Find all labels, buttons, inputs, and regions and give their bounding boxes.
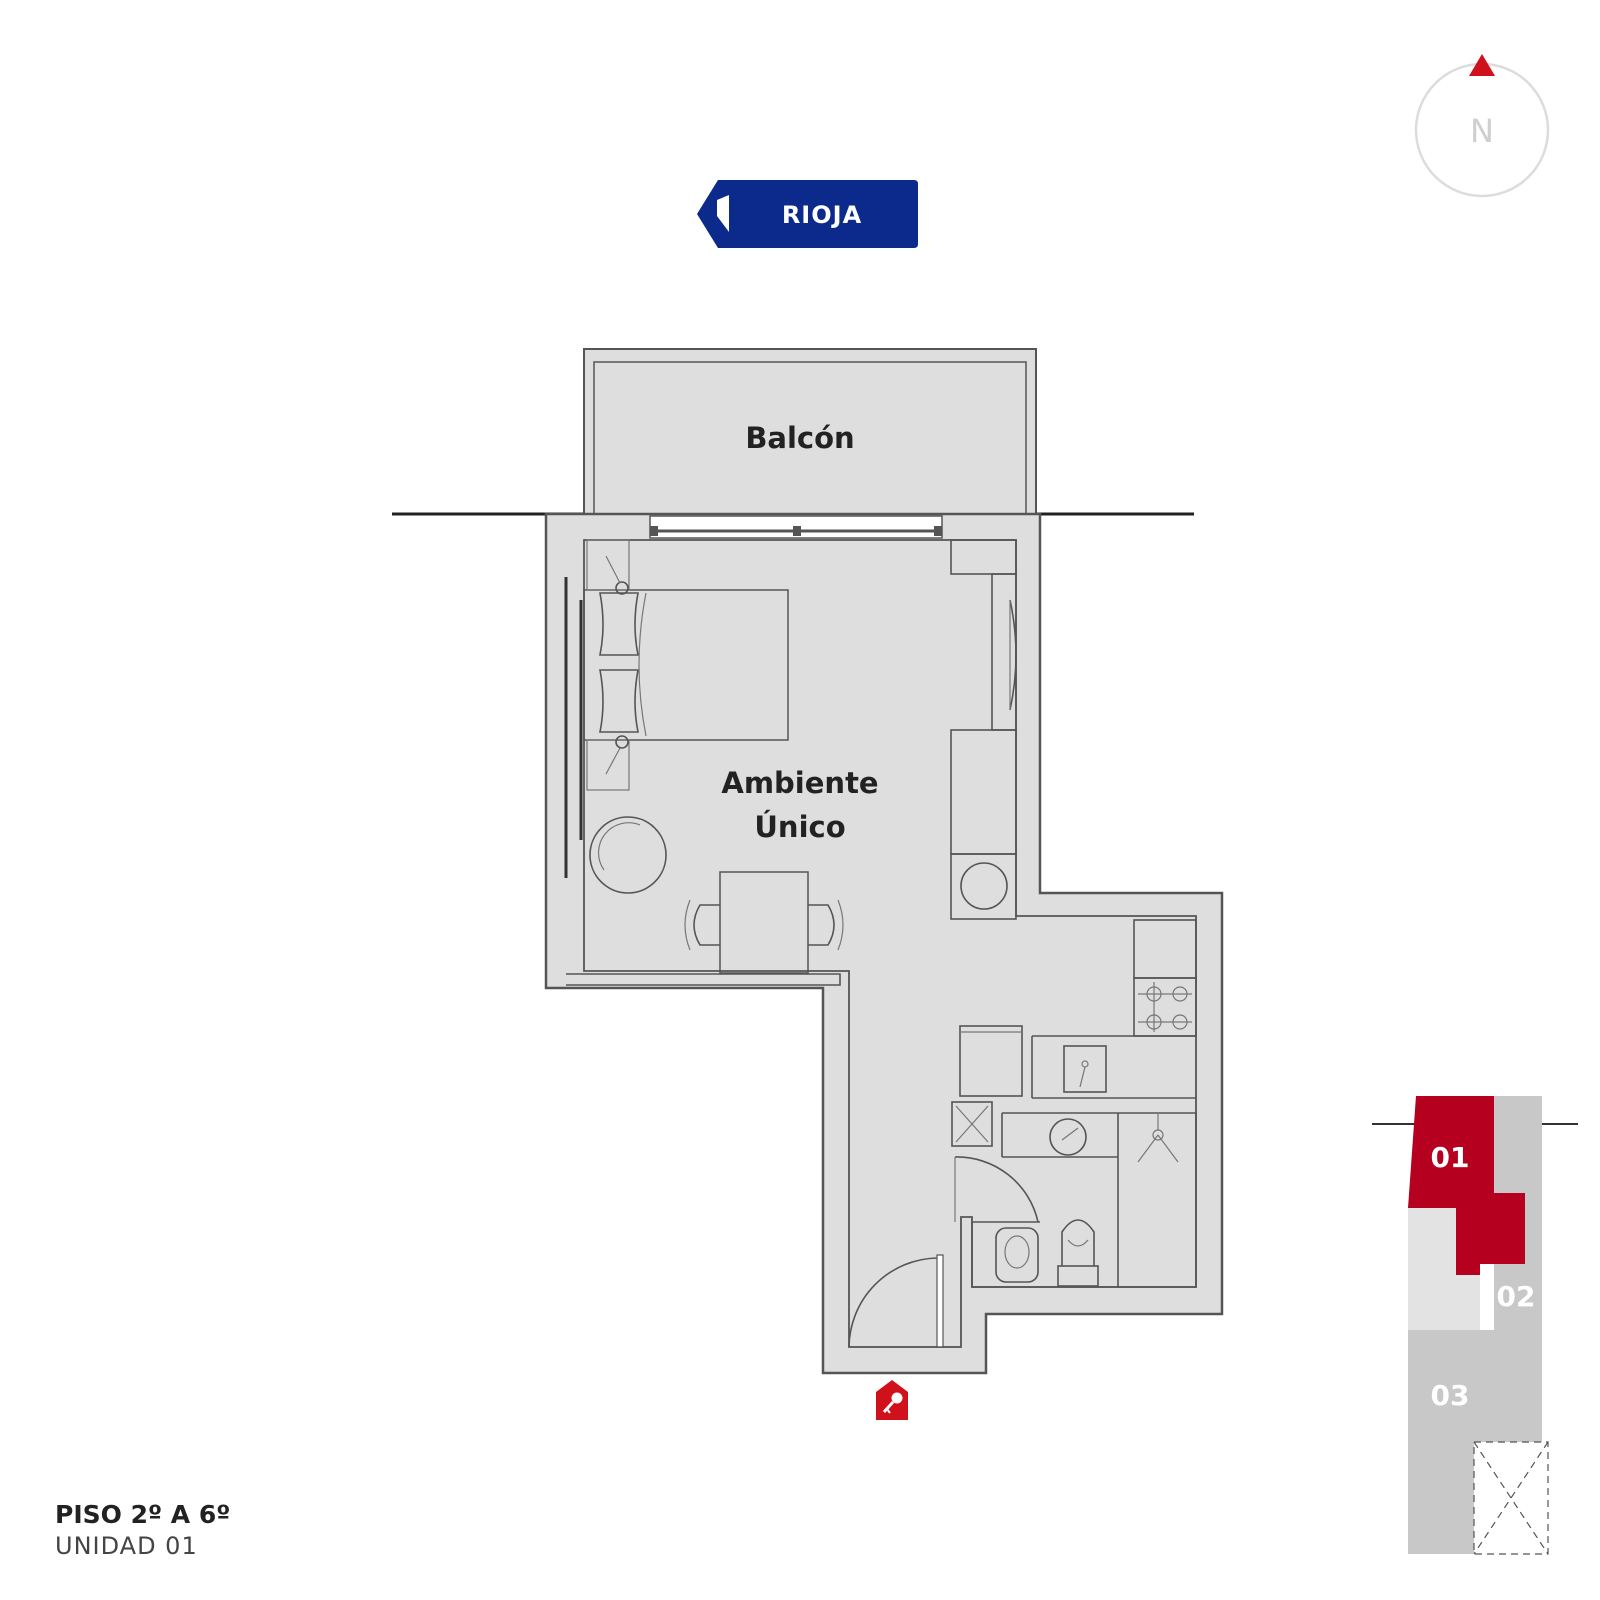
arrow-left-icon (717, 195, 729, 232)
balcony-label: Balcón (745, 421, 854, 455)
street-label: RIOJA (782, 201, 862, 229)
north-arrow-icon (1469, 54, 1495, 76)
kitchen (959, 919, 1197, 1099)
entrance-door (848, 1254, 961, 1348)
balcony: Balcón (583, 348, 1037, 515)
main-room-label-line1: Ambiente (721, 766, 878, 800)
key-plan: 01 02 03 (1372, 1096, 1578, 1555)
compass: N (1414, 54, 1550, 198)
unit-subtitle: UNIDAD 01 (55, 1532, 198, 1560)
unit-02-label: 02 (1497, 1280, 1536, 1313)
main-room-label-line2: Único (754, 810, 845, 844)
floor-title: PISO 2º A 6º (55, 1500, 231, 1529)
bed (583, 539, 789, 791)
bathroom (951, 1101, 1197, 1288)
street-sign: RIOJA (697, 180, 918, 248)
north-label: N (1470, 112, 1494, 150)
interior-floor (583, 539, 1197, 1348)
dining-table (684, 871, 844, 974)
round-table (589, 816, 667, 894)
wardrobe (950, 539, 1017, 920)
key-plan-unit-01 (1408, 1096, 1525, 1275)
unit-01-label: 01 (1431, 1141, 1470, 1174)
left-window (564, 577, 583, 878)
key-plan-unit-03 (1408, 1330, 1494, 1554)
unit-03-label: 03 (1431, 1379, 1470, 1412)
key-entrance-icon (876, 1380, 908, 1420)
key-plan-unit-02 (1494, 1096, 1542, 1442)
sliding-door (649, 515, 943, 539)
